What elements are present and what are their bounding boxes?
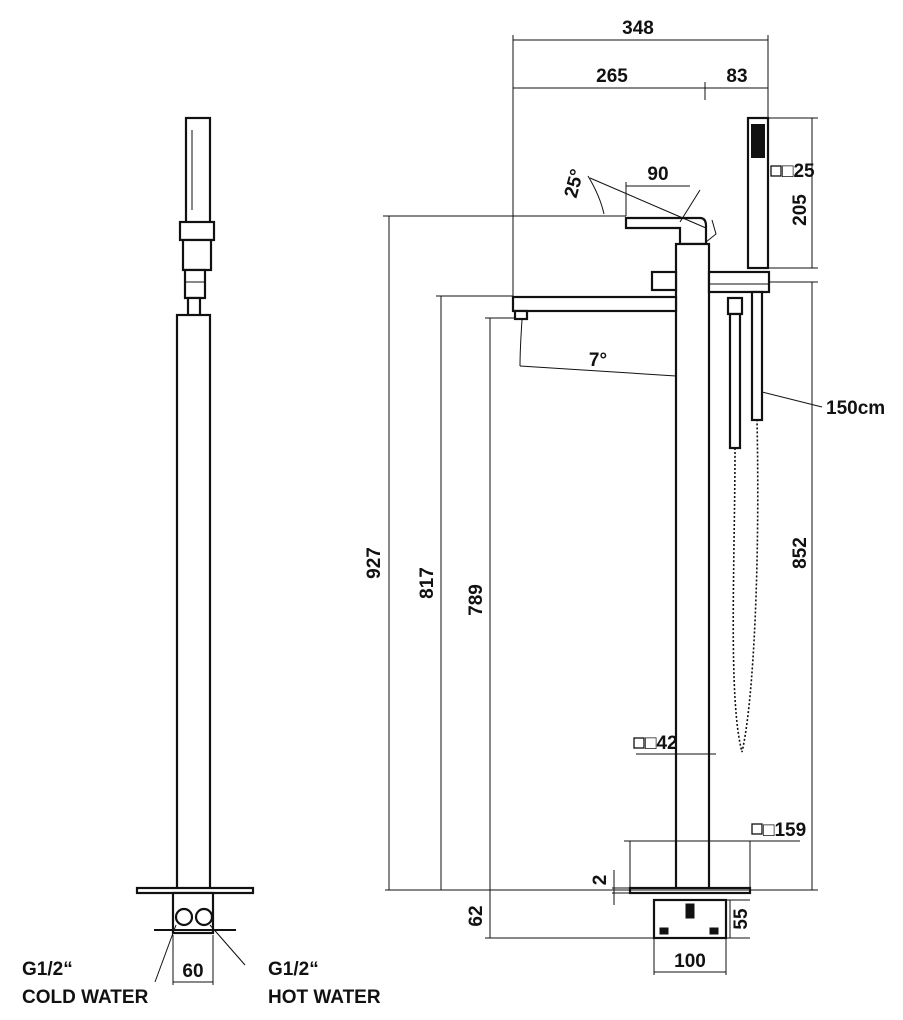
dim-holder-height: 852 (790, 537, 811, 569)
cold-inlet (174, 907, 194, 927)
dim-lever-angle: 25° (561, 167, 589, 200)
dim-connection-width: 60 (182, 961, 203, 982)
dim-base-height: 62 (466, 905, 487, 926)
base-fixing (685, 903, 695, 919)
dim-hand-shower-offset: 83 (726, 66, 747, 87)
dim-outlet-height: 789 (466, 584, 487, 616)
side-column (175, 313, 212, 892)
dim-plate-thickness: 2 (590, 875, 611, 886)
dim-column-square: □42 (645, 733, 678, 754)
side-holder (181, 238, 213, 272)
dim-spout-angle: 7° (589, 350, 607, 371)
dim-hand-shower-square: □25 (782, 161, 815, 182)
spout-aerator (513, 309, 529, 321)
dim-spout-reach: 265 (596, 66, 628, 87)
side-view: 60 G1/2“ COLD WATER G1/2“ HOT WATER (22, 116, 381, 1008)
side-lever (183, 268, 207, 300)
hose-sleeve (728, 312, 742, 450)
cold-thread-label: G1/2“ (22, 959, 73, 980)
front-diverter-knob (650, 270, 678, 292)
front-view: 348 265 83 □25 205 25° 90 (364, 18, 885, 975)
dim-overall-width: 348 (622, 18, 654, 39)
dim-lever-length: 90 (647, 164, 668, 185)
front-holder-arm (707, 270, 771, 294)
dim-spout-height: 817 (417, 567, 438, 599)
side-hand-shower (184, 116, 212, 228)
front-spout (511, 295, 678, 313)
hose-connector (726, 296, 744, 316)
dim-base-box-height: 55 (731, 908, 752, 930)
front-lever (624, 216, 708, 246)
hot-inlet (194, 907, 214, 927)
cold-water-label: COLD WATER (22, 987, 149, 1008)
front-column (674, 242, 711, 892)
dim-base-width: 100 (674, 951, 706, 972)
shower-nozzles (751, 124, 765, 158)
hot-thread-label: G1/2“ (268, 959, 319, 980)
dim-hand-shower-length: 205 (790, 194, 811, 226)
side-holder-clip (178, 220, 216, 242)
hot-water-label: HOT WATER (268, 987, 381, 1008)
dim-hose-length: 150cm (826, 398, 885, 419)
holder-pin (750, 290, 764, 422)
dim-total-height: 927 (364, 547, 385, 579)
dim-base-plate-square: □159 (763, 820, 806, 841)
shower-hose (732, 419, 759, 753)
